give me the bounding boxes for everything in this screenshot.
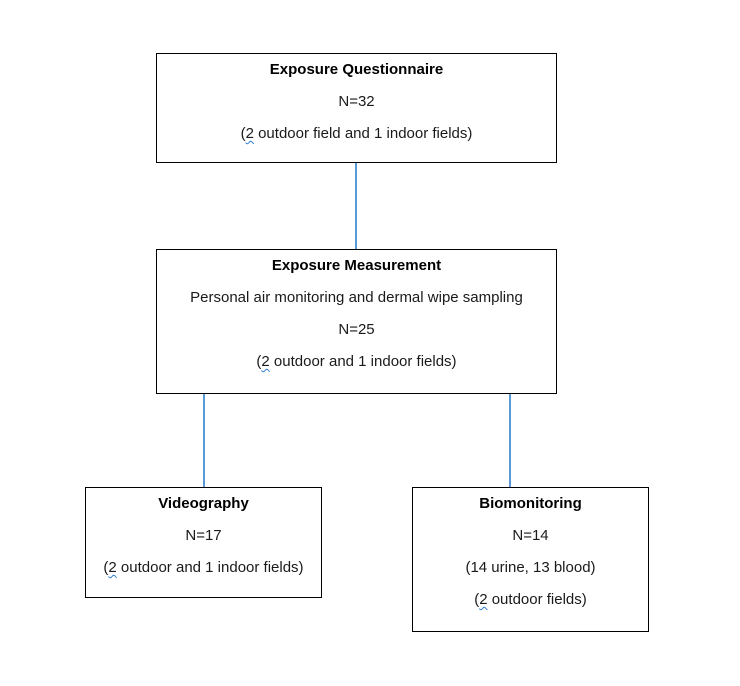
note-rest: outdoor field and 1 indoor fields) — [253, 125, 473, 142]
box-note: (2 outdoor and 1 indoor fields) — [86, 552, 321, 584]
box-videography: Videography N=17 (2 outdoor and 1 indoor… — [85, 487, 322, 598]
note-open-paren: ( — [240, 125, 246, 142]
note-open-paren: ( — [103, 559, 109, 576]
box-note: (2 outdoor fields) — [413, 584, 648, 616]
box-title: Exposure Questionnaire — [269, 61, 444, 78]
grammar-flagged-text: 2 — [108, 559, 117, 576]
box-n-count: N=17 — [185, 527, 222, 544]
box-n-count: N=32 — [338, 93, 375, 110]
box-biomonitoring: Biomonitoring N=14 (14 urine, 13 blood) … — [412, 487, 649, 632]
box-n-count: N=25 — [338, 321, 375, 338]
connector-questionnaire-to-measurement — [355, 163, 357, 249]
box-note: (2 outdoor field and 1 indoor fields) — [157, 118, 556, 150]
grammar-flagged-text: 2 — [261, 353, 270, 370]
box-exposure-questionnaire: Exposure Questionnaire N=32 (2 outdoor f… — [156, 53, 557, 163]
note-rest: outdoor fields) — [487, 591, 587, 608]
note-open-paren: ( — [256, 353, 262, 370]
grammar-flagged-text: 2 — [245, 125, 254, 142]
note-open-paren: ( — [474, 591, 480, 608]
box-title: Exposure Measurement — [271, 257, 442, 274]
connector-measurement-to-biomonitoring — [509, 394, 511, 487]
box-subtitle: Personal air monitoring and dermal wipe … — [190, 289, 523, 306]
box-title: Biomonitoring — [479, 495, 582, 512]
box-samples: (14 urine, 13 blood) — [465, 559, 596, 576]
note-rest: outdoor and 1 indoor fields) — [269, 353, 457, 370]
box-exposure-measurement: Exposure Measurement Personal air monito… — [156, 249, 557, 394]
connector-measurement-to-videography — [203, 394, 205, 487]
box-title: Videography — [158, 495, 249, 512]
box-n-count: N=14 — [512, 527, 549, 544]
box-note: (2 outdoor and 1 indoor fields) — [157, 346, 556, 378]
note-rest: outdoor and 1 indoor fields) — [116, 559, 304, 576]
grammar-flagged-text: 2 — [479, 591, 488, 608]
